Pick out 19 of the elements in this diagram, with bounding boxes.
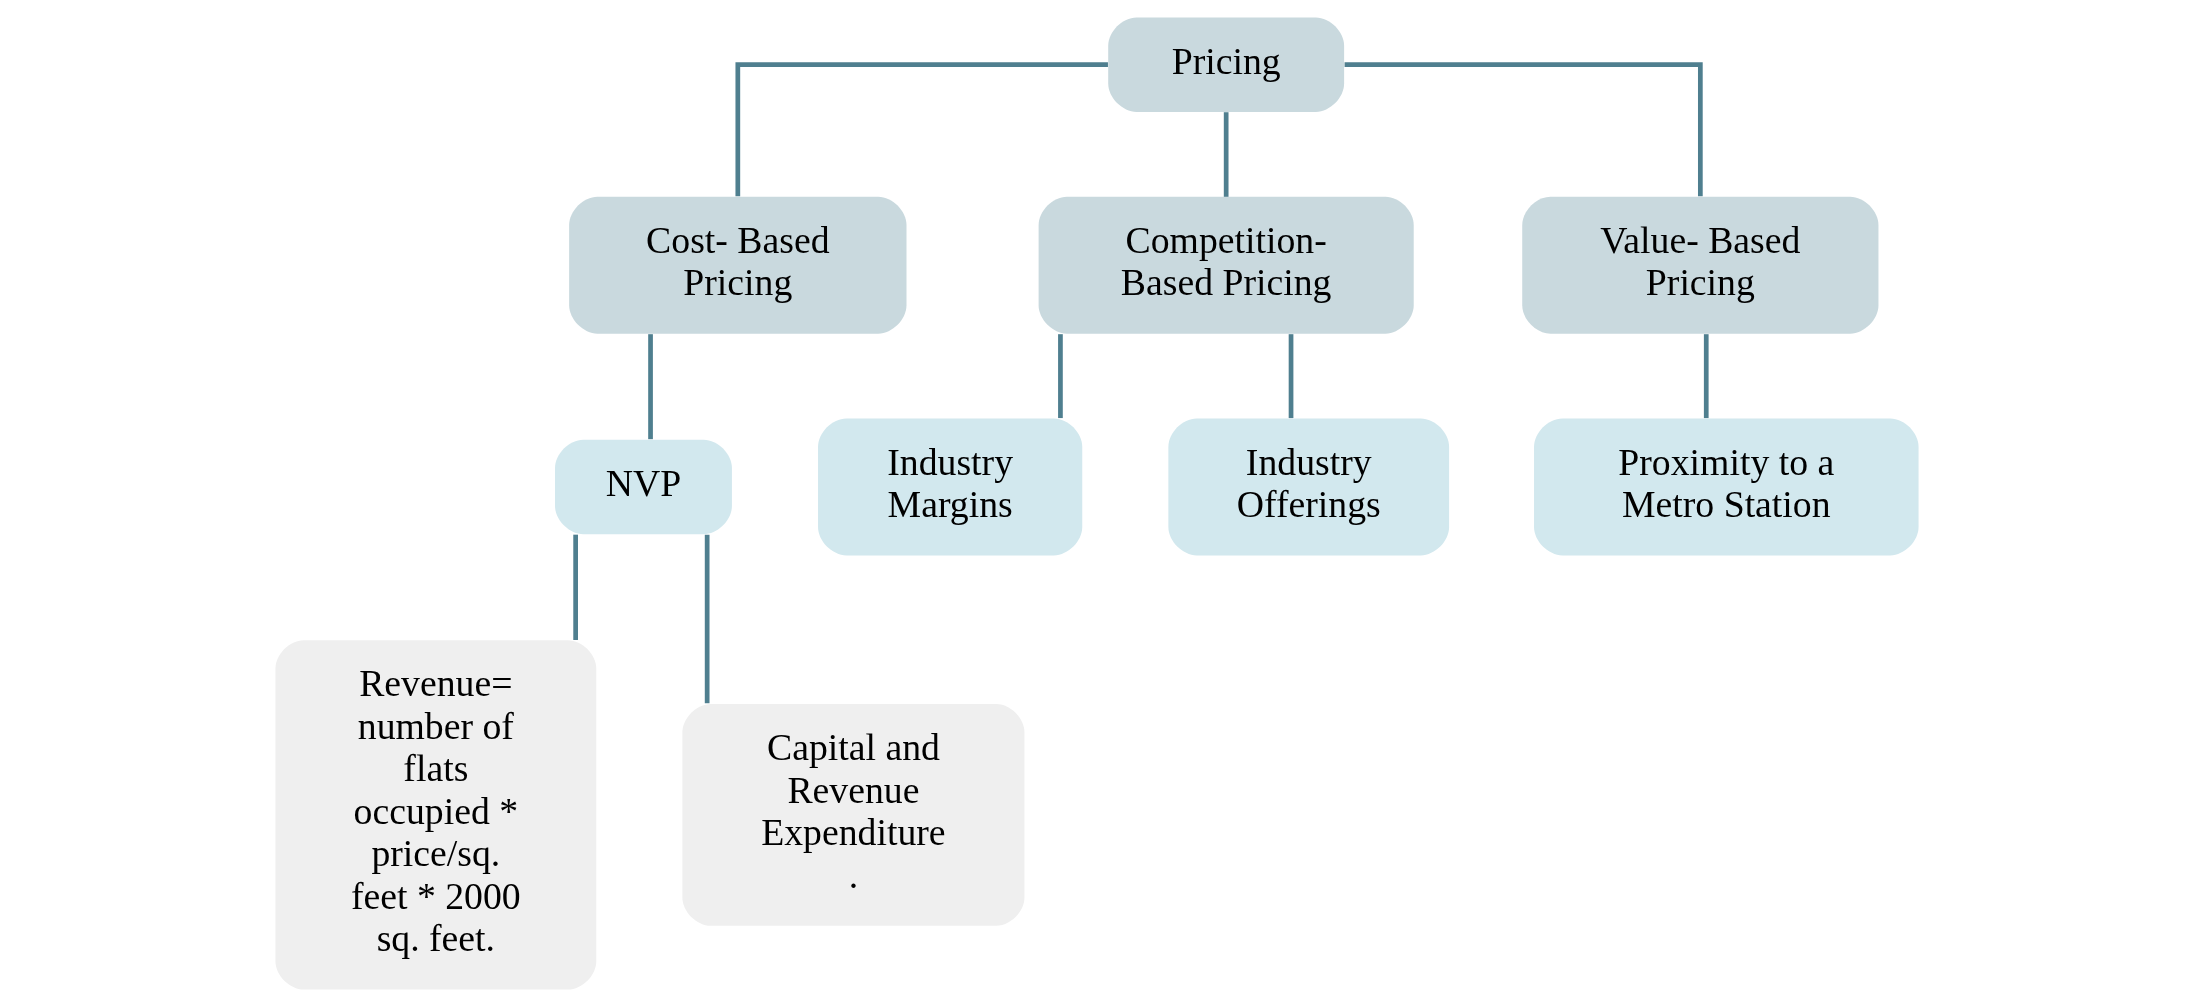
node-box: Revenue= number of flats occupied * price/sq. feet * 2000 sq. feet. [274,640,596,990]
node-box: NVP [554,439,732,535]
node-box: Industry Offerings [1167,418,1449,556]
connector [1057,334,1063,419]
connector [704,534,709,704]
node-box: Cost- Based Pricing [568,196,906,334]
connector [734,62,1108,197]
node-box: Industry Margins [817,418,1082,556]
connector [647,334,653,440]
node-box: Value- Based Pricing [1521,196,1878,334]
connector [1223,112,1228,197]
node-box: Pricing [1107,17,1344,112]
node-box: Proximity to a Metro Station [1533,418,1919,556]
connector [1288,334,1293,419]
connector [572,534,578,640]
node-box: Capital and Revenue Expenditure . [681,704,1024,926]
connector [1703,334,1709,419]
connector [1344,62,1703,197]
node-box: Competition- Based Pricing [1038,196,1414,334]
